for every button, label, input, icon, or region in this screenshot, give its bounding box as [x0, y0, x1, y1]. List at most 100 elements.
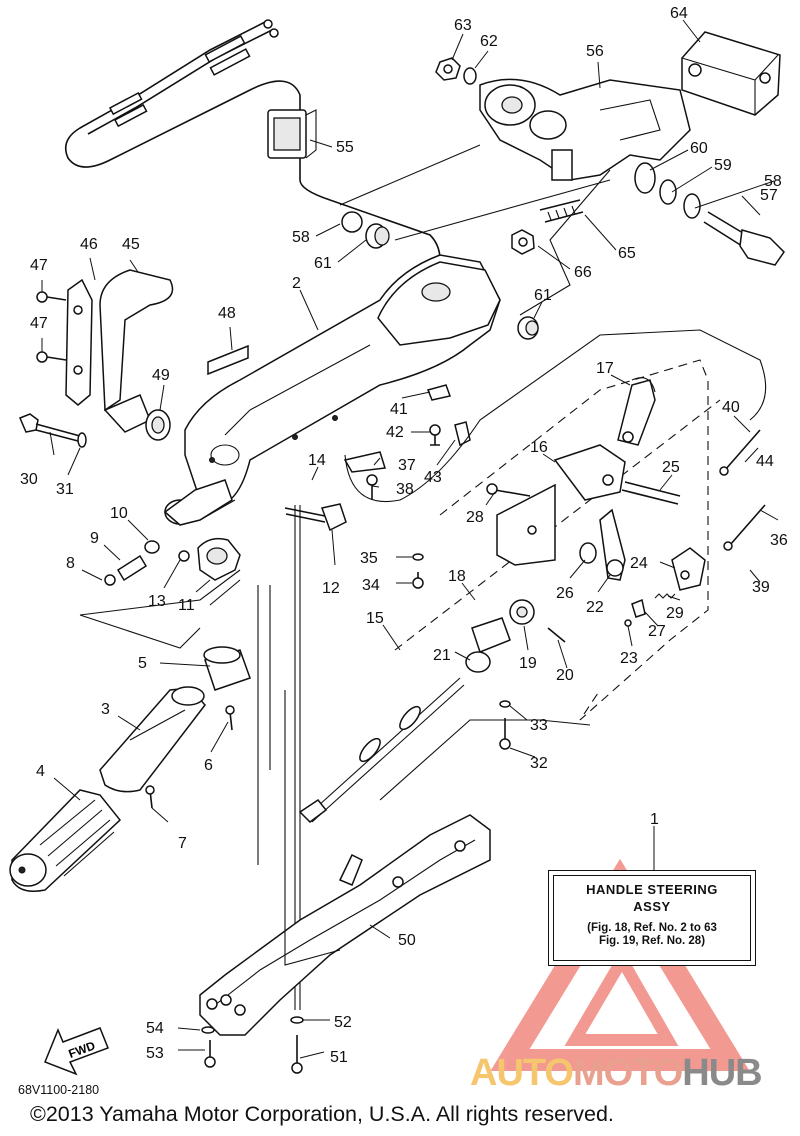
- callout-52: 52: [334, 1014, 352, 1031]
- watermark-triangle-icon: [490, 858, 750, 1071]
- callout-25: 25: [662, 459, 680, 476]
- shaft-part-25: [621, 481, 681, 505]
- callout-26: 26: [556, 585, 574, 602]
- callout-48: 48: [218, 305, 236, 322]
- callout-41: 41: [390, 401, 408, 418]
- callout-40: 40: [722, 399, 740, 416]
- callout-7: 7: [178, 835, 187, 852]
- callout-labels: 1 2 3 4 5 6 7 8 9 10 11 12 13 14 15 16 1…: [20, 5, 788, 1066]
- callout-59: 59: [714, 157, 732, 174]
- watermark-text: AUTOMOTOHUB: [470, 1052, 763, 1095]
- callout-37: 37: [398, 457, 416, 474]
- note-reference-line1: (Fig. 18, Ref. No. 2 to 63: [587, 922, 717, 934]
- callout-56: 56: [586, 43, 604, 60]
- fwd-arrow-icon: FWD: [44, 1027, 109, 1076]
- callout-28: 28: [466, 509, 484, 526]
- callout-4: 4: [36, 763, 45, 780]
- callout-15: 15: [366, 610, 384, 627]
- callout-9: 9: [90, 530, 99, 547]
- callout-8: 8: [66, 555, 75, 572]
- lever-part-22: [599, 508, 626, 581]
- bracket-part-56: [479, 78, 691, 181]
- callout-57: 57: [760, 187, 778, 204]
- callout-20: 20: [556, 667, 574, 684]
- callout-63: 63: [454, 17, 472, 34]
- collar-part-5: [203, 646, 251, 691]
- note-reference-line2: Fig. 19, Ref. No. 28): [598, 935, 706, 947]
- callout-18: 18: [448, 568, 466, 585]
- grip-parts-9-13: [104, 479, 241, 586]
- assembly-note-box: HANDLE STEERING ASSY (Fig. 18, Ref. No. …: [548, 870, 756, 966]
- grip-part-4: [9, 789, 122, 892]
- callout-62: 62: [480, 33, 498, 50]
- steering-handle-body-part-2: [184, 254, 501, 506]
- callout-39: 39: [752, 579, 770, 596]
- callout-5: 5: [138, 655, 147, 672]
- callout-35: 35: [360, 550, 378, 567]
- callout-6: 6: [204, 757, 213, 774]
- callout-49: 49: [152, 367, 170, 384]
- watermark-moto: MOTO: [572, 1052, 683, 1094]
- callout-53: 53: [146, 1045, 164, 1062]
- lever-part-45: [99, 269, 174, 433]
- callout-54: 54: [146, 1020, 164, 1037]
- callout-32: 32: [530, 755, 548, 772]
- shift-linkage: [294, 359, 721, 1010]
- callout-21: 21: [433, 647, 451, 664]
- assembly-lines-top: [339, 144, 611, 316]
- screw-34-washer-35: [412, 553, 424, 589]
- watermark-auto: AUTO: [470, 1052, 574, 1094]
- base-plate-part-50: [199, 814, 491, 1036]
- bracket-part-16: [496, 444, 626, 566]
- washer-part-26: [579, 542, 597, 564]
- callout-34: 34: [362, 577, 380, 594]
- plate-part-46: [65, 278, 93, 406]
- arm-part-17: [617, 377, 656, 446]
- bolt-30-washer-31: [19, 413, 87, 448]
- callout-45: 45: [122, 236, 140, 253]
- callout-16: 16: [530, 439, 548, 456]
- callout-13: 13: [148, 593, 166, 610]
- connector-part-55: [267, 109, 317, 159]
- callout-51: 51: [330, 1049, 348, 1066]
- label-part-48: [207, 344, 249, 376]
- diagram-code: 68V1100-2180: [18, 1083, 100, 1097]
- cap-part-49: [145, 409, 171, 441]
- callout-19: 19: [519, 655, 537, 672]
- callout-3: 3: [101, 701, 110, 718]
- callout-27: 27: [648, 623, 666, 640]
- washers-62-63: [435, 57, 477, 85]
- callout-60: 60: [690, 140, 708, 157]
- callout-50: 50: [398, 932, 416, 949]
- callout-58b: 58: [764, 173, 782, 190]
- copyright-notice: ©2013 Yamaha Motor Corporation, U.S.A. A…: [30, 1102, 614, 1126]
- callout-1: 1: [650, 811, 659, 828]
- callout-43: 43: [424, 469, 442, 486]
- block-part-64: [681, 31, 781, 116]
- arm-part-21: [465, 617, 511, 673]
- callout-58a: 58: [292, 229, 310, 246]
- throttle-cables: [64, 19, 441, 261]
- callout-47b: 47: [30, 315, 48, 332]
- callout-42: 42: [386, 424, 404, 441]
- watermark-hub: HUB: [682, 1052, 762, 1094]
- callout-61a: 61: [314, 255, 332, 272]
- callout-29: 29: [666, 605, 684, 622]
- reference-lines-2: [379, 719, 591, 801]
- callout-22: 22: [586, 599, 604, 616]
- screw-32-washer-33: [499, 700, 511, 750]
- callout-2: 2: [292, 275, 301, 292]
- cable-ends-36-40: [719, 429, 766, 551]
- note-title-line1: HANDLE STEERING: [586, 882, 718, 897]
- bolt-65-nut-66: [511, 199, 584, 255]
- callout-10: 10: [110, 505, 128, 522]
- assembly-note-inner: HANDLE STEERING ASSY (Fig. 18, Ref. No. …: [553, 875, 751, 961]
- callout-44: 44: [756, 453, 774, 470]
- callout-12: 12: [322, 580, 340, 597]
- callout-33: 33: [530, 717, 548, 734]
- callout-64: 64: [670, 5, 688, 22]
- callout-55: 55: [336, 139, 354, 156]
- screws-51-54: [201, 1016, 304, 1074]
- reference-lines: [79, 499, 341, 966]
